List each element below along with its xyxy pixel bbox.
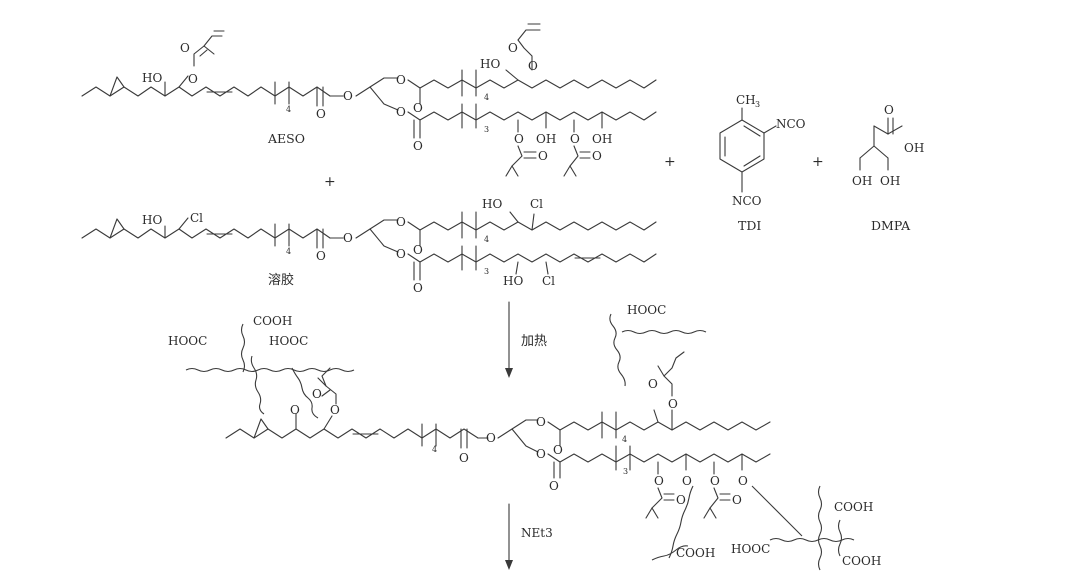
product-hooc-4: HOOC <box>731 542 770 556</box>
product-o-co: O <box>459 451 469 465</box>
heat-label: 加热 <box>521 334 547 349</box>
aeso-label-oh-lower-2: OH <box>592 132 612 146</box>
product-o-upper: O <box>668 397 678 411</box>
aeso-label-o-lower-1: O <box>514 132 524 146</box>
sol-label-cl-upper: Cl <box>530 197 543 211</box>
sol-label-cl-lower: Cl <box>542 274 555 288</box>
sol-label-ho: HO <box>142 213 162 227</box>
sol-chain-subscript: 4 <box>286 247 291 256</box>
aeso-label-o-lower-2: O <box>570 132 580 146</box>
aeso-label-o-lower-acr-1: O <box>538 149 548 163</box>
product-hooc-2: HOOC <box>269 334 308 348</box>
base-label: NEt3 <box>521 526 553 540</box>
aeso-label-o-upper-co: O <box>413 101 423 115</box>
product-cooh-1: COOH <box>253 314 292 328</box>
heat-arrowhead <box>505 368 513 378</box>
aeso-label-o-upper-acr-co: O <box>508 41 518 55</box>
sol-structure <box>81 211 657 281</box>
sol-label-o-co: O <box>316 249 326 263</box>
tdi-label-ch3-sub: 3 <box>755 100 760 109</box>
product-o-3: O <box>312 387 322 401</box>
sol-label-o-ester: O <box>343 231 353 245</box>
tdi-label-nco-2: NCO <box>732 194 762 208</box>
tdi-label-ch3: CH <box>736 93 756 107</box>
aeso-label-o-co: O <box>316 107 326 121</box>
aeso-label-o-glyc-top: O <box>396 73 406 87</box>
product-cooh-3: COOH <box>676 546 715 560</box>
polymer-chains <box>185 313 855 571</box>
product-o-l1: O <box>654 474 664 488</box>
product-o-l6: O <box>732 493 742 507</box>
dmpa-label-oh-2: OH <box>880 174 900 188</box>
plus-sign-3: + <box>324 174 336 190</box>
product-o-upper-co2: O <box>553 443 563 457</box>
tdi-name: TDI <box>738 218 761 233</box>
product-o-l2: O <box>682 474 692 488</box>
aeso-label-ho-upper: HO <box>480 57 500 71</box>
aeso-name: AESO <box>267 131 305 146</box>
aeso-chain-subscript: 4 <box>286 105 291 114</box>
sol-upper-subscript: 4 <box>484 235 489 244</box>
aeso-label-oh-lower-1: OH <box>536 132 556 146</box>
product-subscript-3: 3 <box>623 467 628 476</box>
aeso-label-o-acr: O <box>188 72 198 86</box>
aeso-label-o-upper-acr: O <box>528 59 538 73</box>
product-subscript-1: 4 <box>432 445 437 454</box>
product-o-glyc-bot: O <box>536 447 546 461</box>
aeso-lower-subscript: 3 <box>484 125 489 134</box>
sol-label-ho-upper: HO <box>482 197 502 211</box>
product-o-1: O <box>290 403 300 417</box>
product-o-l3: O <box>710 474 720 488</box>
product-o-l4: O <box>738 474 748 488</box>
sol-label-o-lower-co: O <box>413 281 423 295</box>
aeso-label-o-carbonyl: O <box>180 41 190 55</box>
plus-sign-2: + <box>812 154 824 170</box>
aeso-label-o-lower-co: O <box>413 139 423 153</box>
sol-label-o-upper-co: O <box>413 243 423 257</box>
aeso-label-o-ester: O <box>343 89 353 103</box>
aeso-upper-subscript: 4 <box>484 93 489 102</box>
sol-name: 溶胶 <box>268 272 294 288</box>
sol-label-o-glyc-bot: O <box>396 247 406 261</box>
product-o-ester: O <box>486 431 496 445</box>
dmpa-structure <box>859 117 903 171</box>
sol-lower-subscript: 3 <box>484 267 489 276</box>
aeso-structure <box>81 23 657 177</box>
product-o-lower-co: O <box>549 479 559 493</box>
aeso-label-ho: HO <box>142 71 162 85</box>
base-arrowhead <box>505 560 513 570</box>
plus-sign-1: + <box>664 154 676 170</box>
product-subscript-2: 4 <box>622 435 627 444</box>
product-cooh-4: COOH <box>842 554 881 568</box>
product-o-2: O <box>330 403 340 417</box>
product-cooh-2: COOH <box>834 500 873 514</box>
product-o-glyc-top: O <box>536 415 546 429</box>
tdi-label-nco-1: NCO <box>776 117 806 131</box>
sol-label-o-glyc-top: O <box>396 215 406 229</box>
dmpa-name: DMPA <box>871 218 911 233</box>
product-structure <box>225 351 771 519</box>
sol-label-cl: Cl <box>190 211 203 225</box>
product-o-l5: O <box>676 493 686 507</box>
product-hooc-3: HOOC <box>627 303 666 317</box>
product-hooc-1: HOOC <box>168 334 207 348</box>
aeso-label-o-lower-acr-2: O <box>592 149 602 163</box>
sol-label-ho-lower: HO <box>503 274 523 288</box>
product-o-upper-co: O <box>648 377 658 391</box>
aeso-label-o-glyc-bot: O <box>396 105 406 119</box>
dmpa-label-o: O <box>884 103 894 117</box>
tdi-structure <box>719 107 777 193</box>
dmpa-label-oh-1: OH <box>852 174 872 188</box>
dmpa-label-oh-acid: OH <box>904 141 924 155</box>
